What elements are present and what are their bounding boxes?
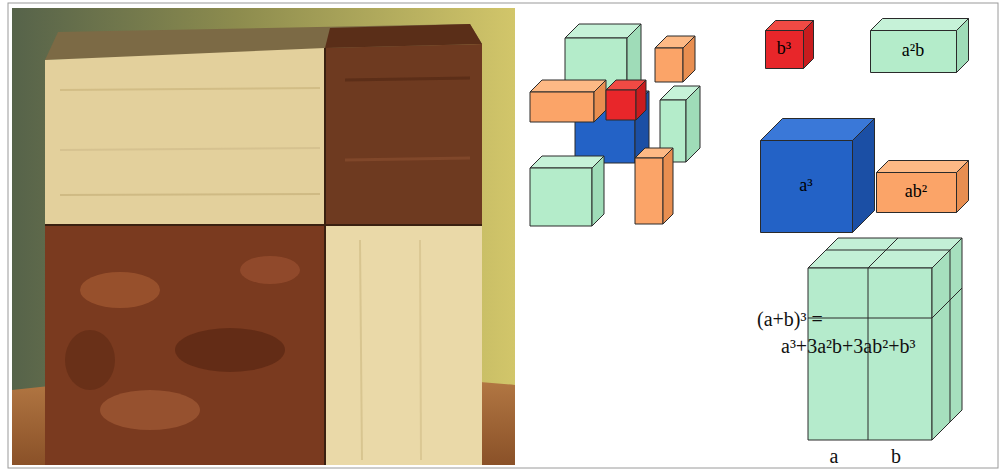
photo-part: [45, 224, 482, 226]
front-face: a²b: [870, 30, 956, 72]
piece-label: b³: [777, 39, 791, 59]
dimension-label: a: [822, 443, 846, 470]
cube-piece: ab²: [876, 160, 968, 212]
photo-part: [325, 44, 482, 225]
photo-part: [324, 48, 326, 465]
photo-part: [175, 328, 285, 372]
assembled-cube-part: [950, 250, 951, 422]
front-face-fill: [871, 31, 957, 73]
frame: [8, 3, 998, 468]
photo-part: [345, 78, 470, 80]
front-face-fill: [766, 31, 804, 69]
dimension-label: b: [884, 443, 908, 470]
assembled-cube-part: [932, 288, 962, 318]
cube-outline: [760, 118, 874, 232]
photo-part: [60, 194, 320, 195]
front-face-fill: [761, 141, 853, 233]
side-face: [957, 161, 969, 213]
photo-part: [325, 225, 482, 465]
side-face: [853, 119, 875, 233]
photo-part: [80, 272, 160, 308]
photo-part: [360, 240, 362, 460]
exploded-cube-part: [635, 158, 663, 224]
exploded-cube-part: [592, 156, 604, 226]
exploded-cube-part: [530, 156, 604, 168]
exploded-cube-part: [530, 80, 606, 92]
assembled-cube-part: [808, 318, 932, 319]
assembled-cube-part: [868, 238, 898, 268]
piece-label: ab²: [905, 182, 927, 202]
exploded-cube-part: [530, 168, 592, 226]
side-face: [957, 19, 969, 73]
photo-part: [45, 48, 325, 225]
photo-part: [60, 88, 320, 90]
front-face: ab²: [876, 172, 956, 212]
exploded-cube-part: [683, 36, 695, 82]
cube-piece: a²b: [870, 18, 968, 72]
photo-part: [100, 390, 200, 430]
cube-piece: b³: [765, 20, 813, 68]
front-face: b³: [765, 30, 803, 68]
photo-part: [420, 240, 421, 460]
assembled-cube-part: [932, 238, 962, 440]
photo-part: [60, 148, 320, 150]
photo-part: [325, 24, 482, 48]
exploded-cube: [530, 24, 700, 226]
front-face-fill: [877, 173, 957, 213]
exploded-cube-part: [606, 90, 636, 120]
exploded-cube-part: [663, 148, 673, 224]
exploded-cube-part: [594, 80, 606, 122]
exploded-cube-part: [636, 80, 646, 120]
assembled-cube-part: [826, 250, 950, 251]
piece-label: a³: [799, 176, 812, 196]
piece-label: a²b: [902, 41, 924, 61]
photo: [12, 8, 515, 465]
exploded-cube-part: [686, 86, 700, 162]
photo-part: [65, 330, 115, 390]
front-face: a³: [760, 140, 852, 232]
top-face: [877, 161, 969, 173]
cube-piece: a³: [760, 118, 874, 232]
formula: (a+b)³ = a³+3a²b+3ab²+b³: [757, 306, 947, 360]
side-face: [804, 21, 814, 69]
photo-part: [345, 158, 470, 160]
photo-part: [45, 225, 325, 465]
exploded-cube-part: [655, 48, 683, 82]
top-face: [871, 19, 969, 31]
photo-part: [240, 256, 300, 284]
photo: [12, 8, 515, 465]
exploded-cube-part: [530, 92, 594, 122]
